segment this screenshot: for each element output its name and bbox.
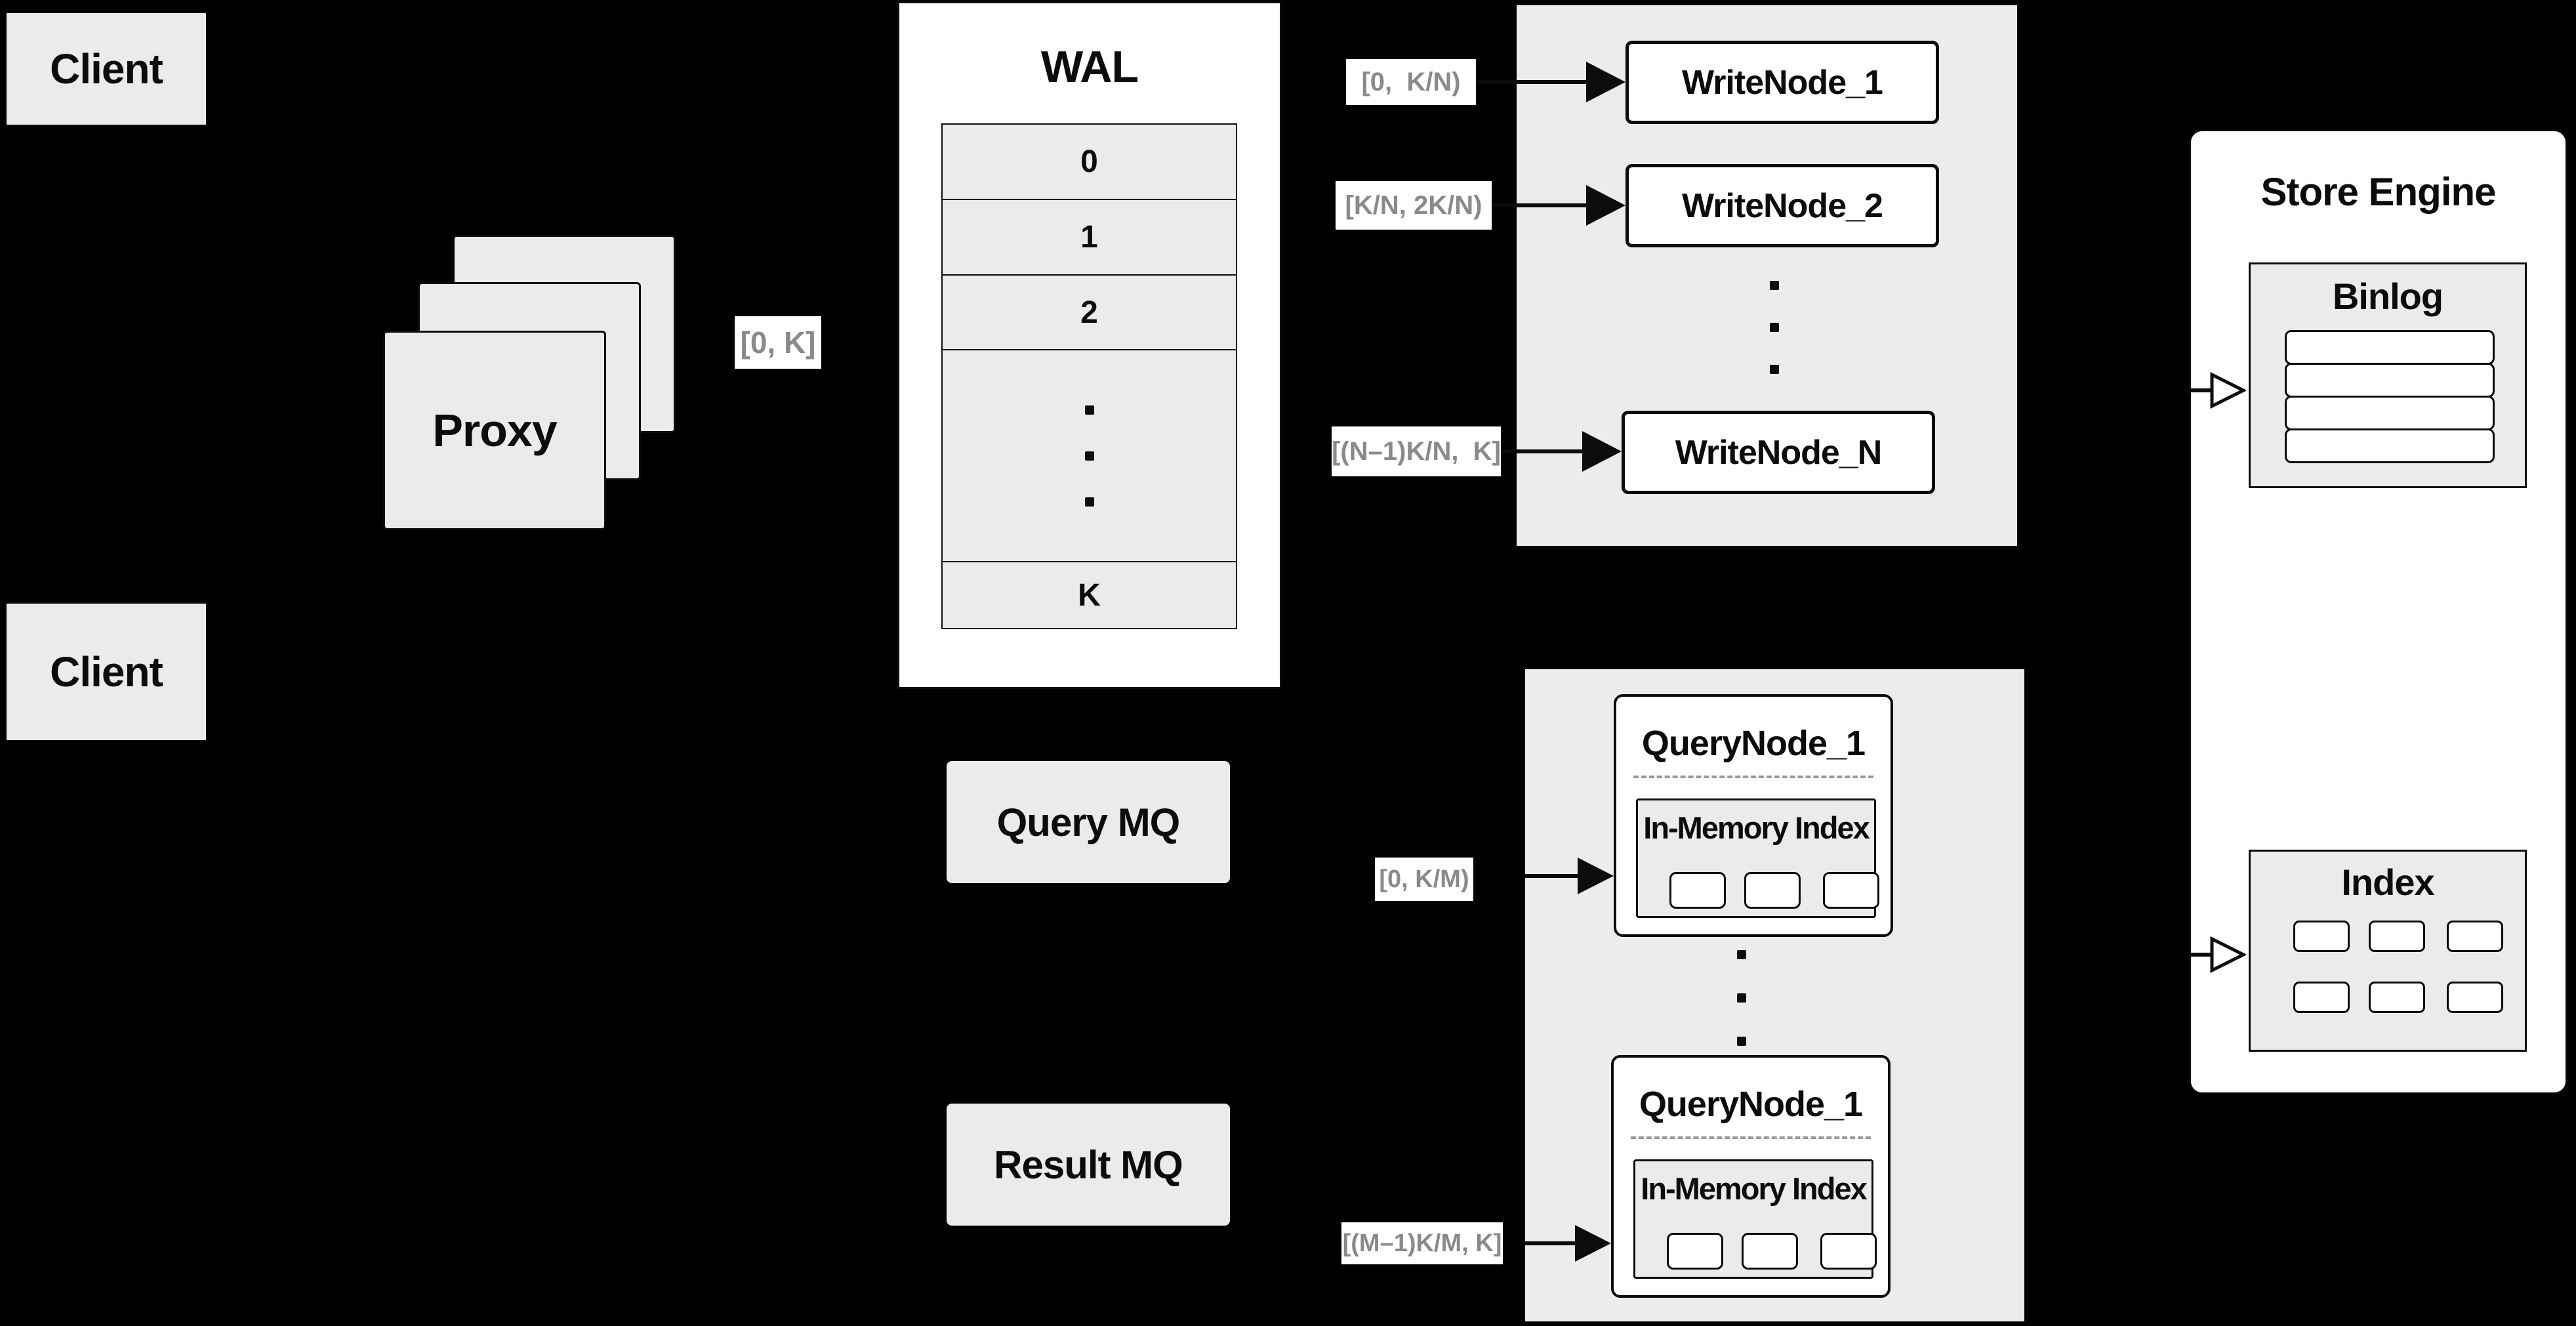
write-range-label-n: [(N–1)K/N, K] <box>1332 426 1501 476</box>
write-node-2: WriteNode_2 <box>1625 164 1939 247</box>
index-segment-cell <box>1742 1233 1798 1270</box>
query-node-2-inmemory-title: In-Memory Index <box>1641 1171 1867 1206</box>
binlog-rows <box>2285 330 2495 463</box>
query-cluster-ellipsis <box>1737 950 1746 1046</box>
binlog-row <box>2285 428 2495 463</box>
wal-slot-k: K <box>943 561 1236 628</box>
store-engine-title: Store Engine <box>2260 170 2496 214</box>
query-node-2-divider <box>1631 1136 1871 1139</box>
query-node-2: QueryNode_1 In-Memory Index <box>1611 1055 1891 1298</box>
query-node-2-inmemory-index: In-Memory Index <box>1633 1159 1877 1279</box>
write-node-1: WriteNode_1 <box>1625 41 1939 124</box>
index-cell <box>2369 982 2425 1013</box>
wal-slot-2: 2 <box>943 274 1236 349</box>
ellipsis-dot <box>1737 993 1746 1003</box>
binlog-row <box>2285 363 2495 398</box>
proxy-range-label: [0, K] <box>735 316 821 369</box>
arrow-to-write-node-1-head <box>1586 62 1625 102</box>
arrow-to-binlog-line <box>2189 388 2213 392</box>
index-cell <box>2447 982 2503 1013</box>
binlog-row <box>2285 330 2495 365</box>
ellipsis-dot <box>1084 451 1094 461</box>
client-node-top-label: Client <box>50 45 163 93</box>
index-cell <box>2293 982 2350 1013</box>
query-node-1-inmemory-index: In-Memory Index <box>1636 798 1879 918</box>
wal-slot-0: 0 <box>1080 144 1098 179</box>
query-node-1: QueryNode_1 In-Memory Index <box>1614 694 1893 937</box>
write-cluster-ellipsis <box>1770 281 1779 374</box>
query-node-1-divider <box>1633 776 1873 778</box>
index-box: Index <box>2249 850 2527 1052</box>
client-node-bottom: Client <box>5 602 207 741</box>
arrow-to-write-node-2-head <box>1586 185 1625 226</box>
query-range-label-1: [0, K/M) <box>1375 858 1473 901</box>
arrow-to-query-node-1-head <box>1578 858 1614 894</box>
arrow-to-write-node-2-line <box>1493 203 1589 207</box>
wal-slot-1: 1 <box>943 199 1236 274</box>
result-mq-label: Result MQ <box>994 1142 1183 1187</box>
arrow-to-write-node-n-line <box>1502 449 1585 453</box>
index-title: Index <box>2341 861 2434 903</box>
wal-slot-ellipsis <box>943 349 1236 561</box>
query-node-2-label: QueryNode_1 <box>1639 1085 1863 1124</box>
wal-slot-table: 0 1 2 K <box>941 123 1237 629</box>
index-segment-cell <box>1669 872 1726 909</box>
index-cell <box>2369 921 2425 952</box>
query-mq-node: Query MQ <box>947 761 1230 883</box>
index-segment-cell <box>1820 1233 1877 1270</box>
proxy-card-front: Proxy <box>383 331 606 530</box>
arrow-to-query-node-1-line <box>1525 874 1580 878</box>
index-segment-cell <box>1667 1233 1723 1270</box>
proxy-label: Proxy <box>432 405 558 456</box>
ellipsis-dot <box>1084 497 1094 507</box>
query-range-label-2: [(M–1)K/M, K] <box>1341 1222 1503 1264</box>
ellipsis-dot <box>1084 405 1094 415</box>
ellipsis-dot <box>1737 950 1746 959</box>
result-mq-node: Result MQ <box>947 1104 1230 1226</box>
ellipsis-dot <box>1770 323 1779 332</box>
client-node-top: Client <box>5 12 207 126</box>
binlog-row <box>2285 396 2495 430</box>
write-node-1-label: WriteNode_1 <box>1682 63 1883 102</box>
binlog-box: Binlog <box>2249 262 2527 488</box>
ellipsis-dot <box>1737 1037 1746 1046</box>
arrow-to-binlog-open-head <box>2210 372 2246 409</box>
arrow-to-index-line <box>2189 953 2213 957</box>
index-cell <box>2447 921 2503 952</box>
write-range-label-1: [0, K/N) <box>1346 59 1476 105</box>
arrow-to-index-open-head <box>2210 936 2246 973</box>
write-node-n: WriteNode_N <box>1622 411 1935 494</box>
write-range-label-2: [K/N, 2K/N) <box>1336 181 1492 230</box>
ellipsis-dot <box>1770 365 1779 374</box>
query-node-1-inmemory-title: In-Memory Index <box>1643 810 1870 845</box>
binlog-title: Binlog <box>2332 276 2443 317</box>
arrow-to-query-node-2-line <box>1525 1241 1578 1245</box>
index-segment-cell <box>1744 872 1801 909</box>
wal-title: WAL <box>1040 42 1139 92</box>
query-node-1-label: QueryNode_1 <box>1641 724 1866 763</box>
query-mq-label: Query MQ <box>996 800 1181 844</box>
arrow-to-write-node-n-head <box>1582 431 1622 472</box>
index-cell <box>2293 921 2350 952</box>
ellipsis-dot <box>1770 281 1779 290</box>
index-segment-cell <box>1823 872 1879 909</box>
arrow-to-write-node-1-line <box>1477 80 1589 84</box>
client-node-bottom-label: Client <box>50 648 163 695</box>
arrow-to-query-node-2-head <box>1575 1225 1611 1262</box>
write-node-n-label: WriteNode_N <box>1675 433 1883 472</box>
write-node-2-label: WriteNode_2 <box>1682 186 1883 225</box>
